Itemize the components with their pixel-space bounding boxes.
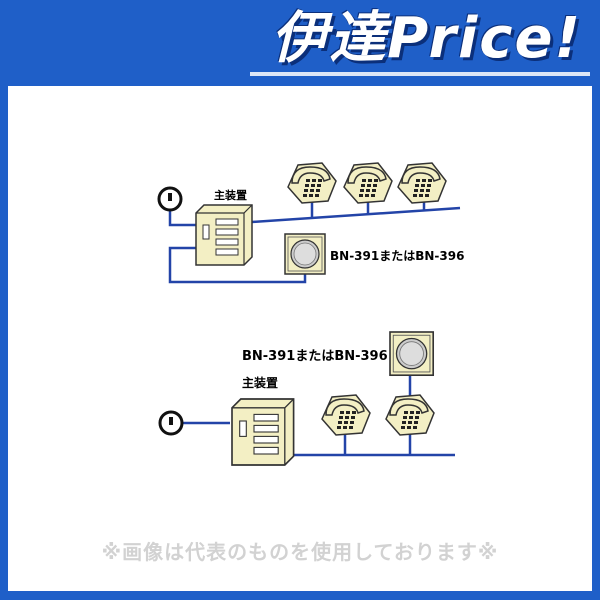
- telephone-icon: [287, 162, 337, 204]
- speaker-icon: [389, 331, 435, 377]
- disclaimer-text: ※画像は代表のものを使用しております※: [101, 540, 499, 564]
- banner-title: 伊達Price!: [271, 6, 582, 71]
- top-diagram: [157, 162, 461, 284]
- banner-underline: [250, 72, 590, 76]
- top-speaker-label: BN-391またはBN-396: [330, 249, 465, 263]
- telephone-icon: [385, 394, 435, 436]
- main-unit-icon: [195, 204, 253, 266]
- telephone-icon: [397, 162, 447, 204]
- line-jack-icon: [158, 410, 184, 436]
- bottom-main-unit-label: 主装置: [242, 376, 279, 390]
- top-main-unit-label: 主装置: [214, 189, 247, 202]
- main-unit-icon: [231, 398, 295, 466]
- bottom-wiring: [183, 375, 455, 457]
- top-wiring: [168, 196, 461, 284]
- telephone-icon: [321, 394, 371, 436]
- bottom-speaker-label: BN-391またはBN-396: [242, 349, 388, 364]
- line-jack-icon: [157, 186, 183, 212]
- bottom-diagram: [158, 331, 455, 466]
- speaker-icon: [284, 233, 326, 275]
- telephone-icon: [343, 162, 393, 204]
